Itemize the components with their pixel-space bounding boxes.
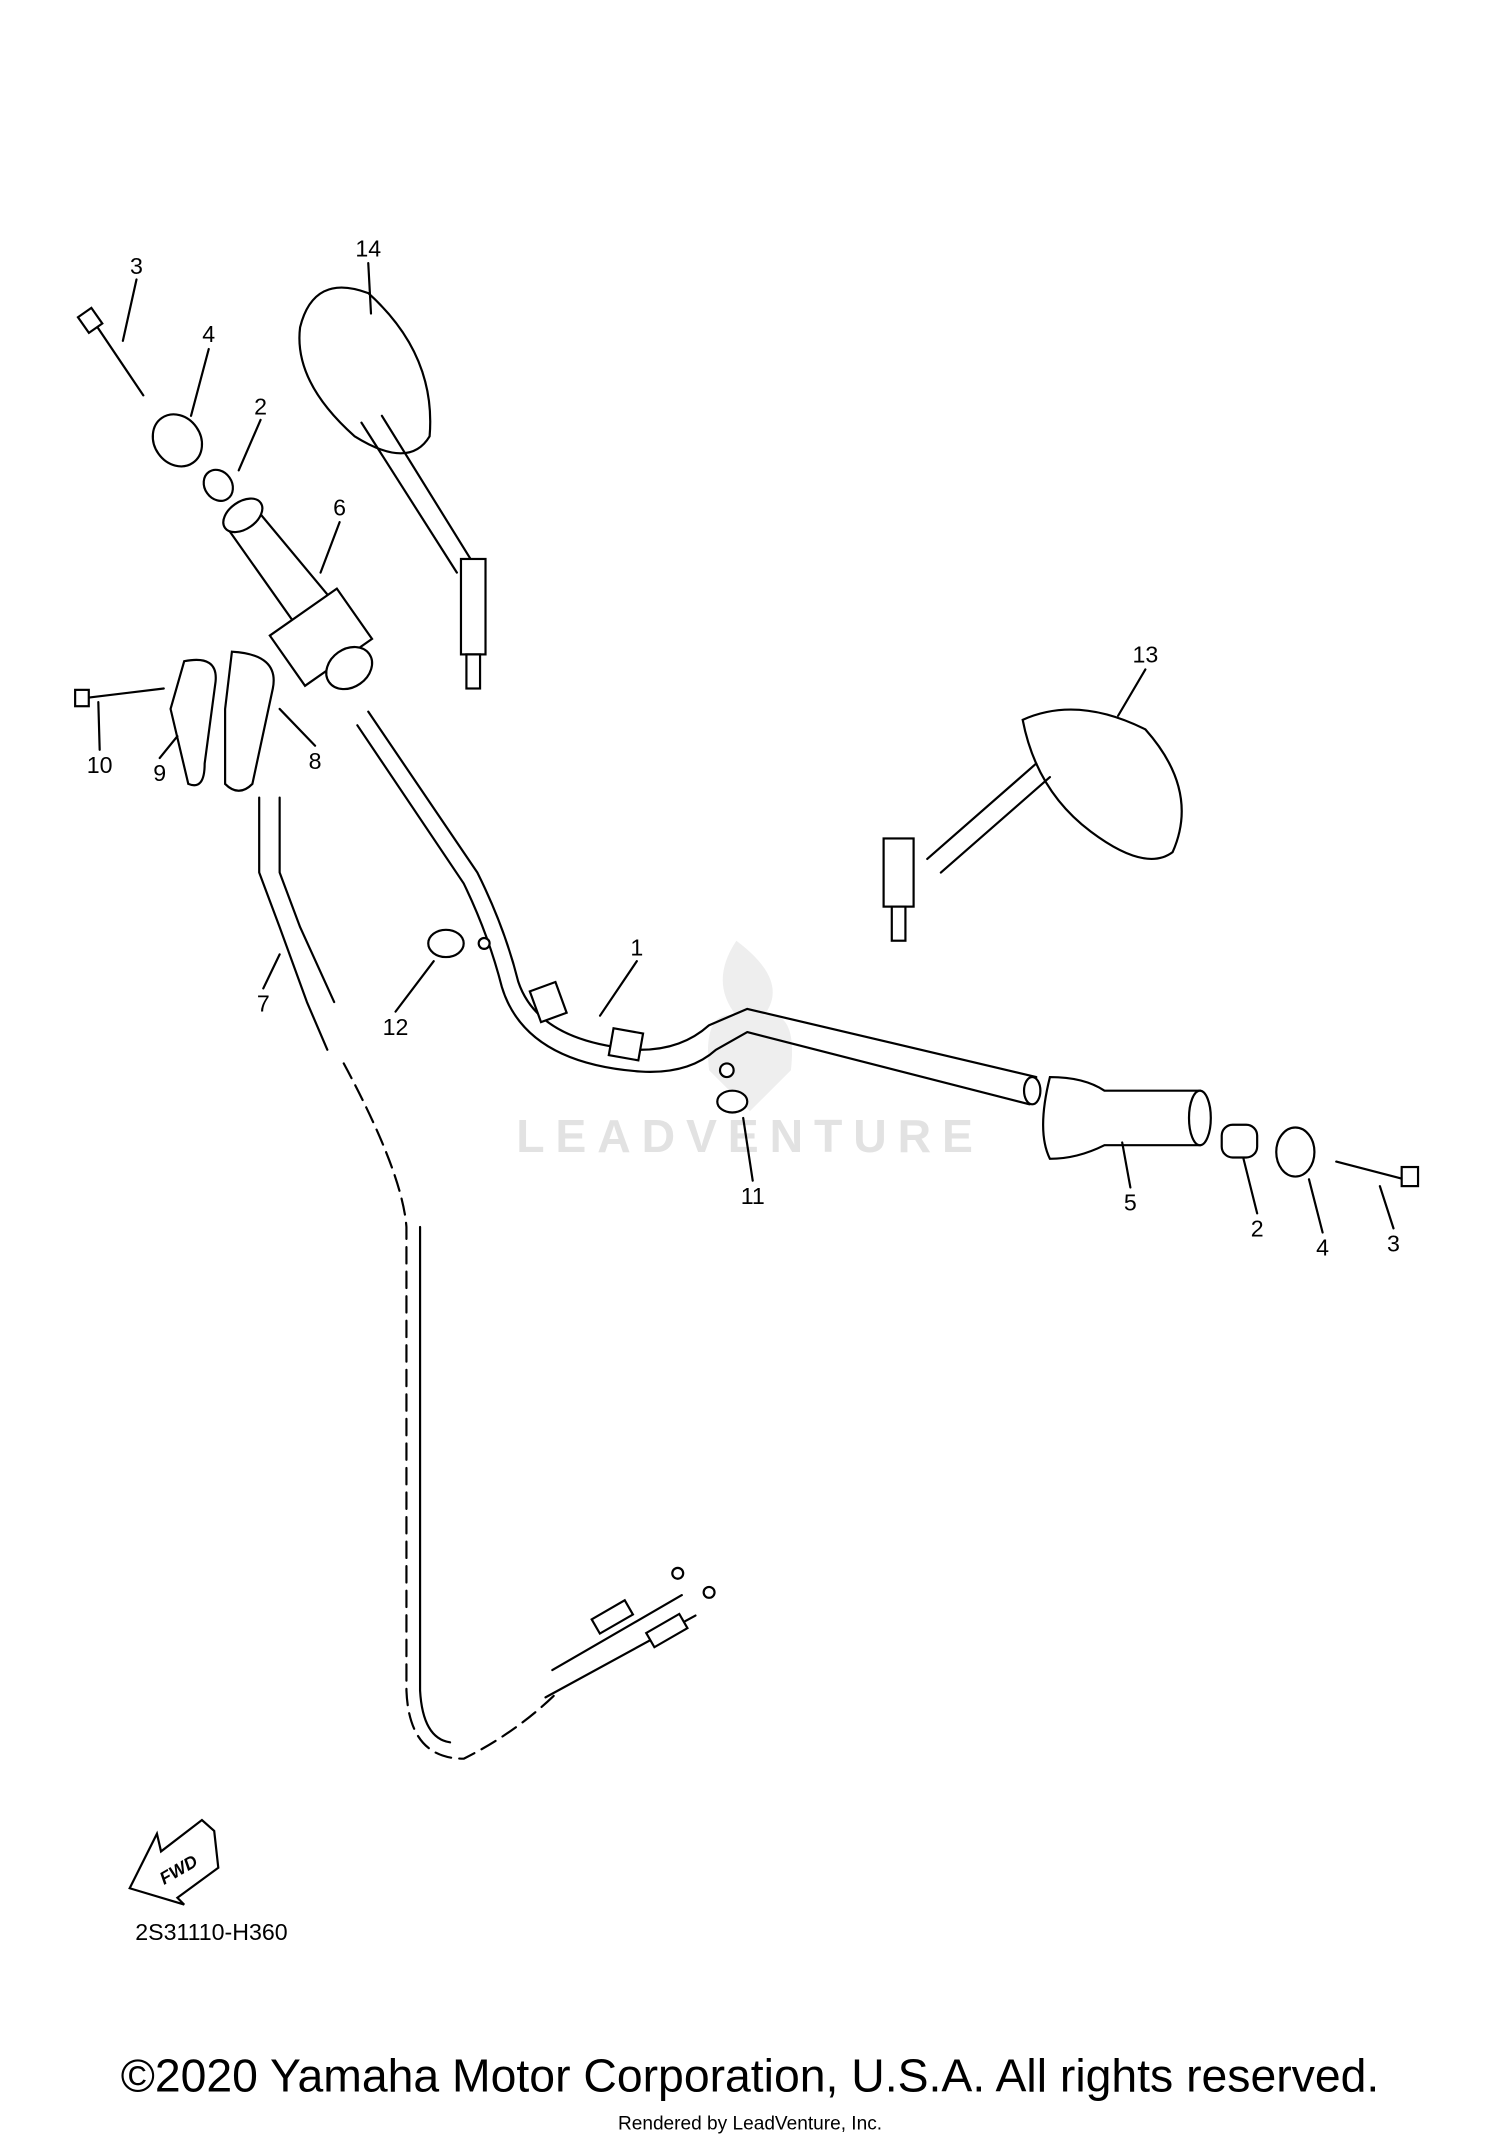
mirror-left: [298, 286, 487, 690]
leader-lines: [97, 262, 1395, 1234]
label-3-right: 3: [1387, 1231, 1400, 1257]
throttle-cables: [258, 796, 716, 1760]
label-12: 12: [383, 1014, 409, 1040]
label-2-left: 2: [254, 393, 267, 419]
label-4-left: 4: [202, 321, 215, 347]
label-1: 1: [630, 935, 643, 961]
label-8: 8: [309, 748, 322, 774]
label-11: 11: [741, 1183, 765, 1209]
handlebar: [356, 710, 1042, 1106]
mirror-right: [882, 708, 1183, 942]
label-10: 10: [87, 752, 113, 778]
label-2-right: 2: [1251, 1216, 1264, 1242]
copyright: ©2020 Yamaha Motor Corporation, U.S.A. A…: [121, 2049, 1380, 2101]
lever-holder: [74, 650, 275, 792]
label-4-right: 4: [1316, 1235, 1329, 1261]
svg-text:LEADVENTURE: LEADVENTURE: [516, 1110, 984, 1162]
label-9: 9: [153, 760, 166, 786]
left-bar-end-parts: [76, 306, 234, 502]
label-14: 14: [355, 235, 381, 261]
label-3-left: 3: [130, 253, 143, 279]
rendered-by: Rendered by LeadVenture, Inc.: [618, 2114, 882, 2135]
label-7: 7: [257, 991, 270, 1017]
label-6: 6: [333, 494, 346, 520]
fwd-arrow-icon: FWD: [128, 1818, 220, 1906]
part-number: 2S31110-H360: [135, 1919, 287, 1945]
leadventure-watermark: LEADVENTURE: [516, 940, 984, 1162]
cable-clamps: [427, 928, 749, 1114]
right-grip-parts: [1042, 1075, 1420, 1188]
label-13: 13: [1132, 642, 1158, 668]
label-5: 5: [1124, 1190, 1137, 1216]
left-switch-grip: [222, 497, 374, 691]
